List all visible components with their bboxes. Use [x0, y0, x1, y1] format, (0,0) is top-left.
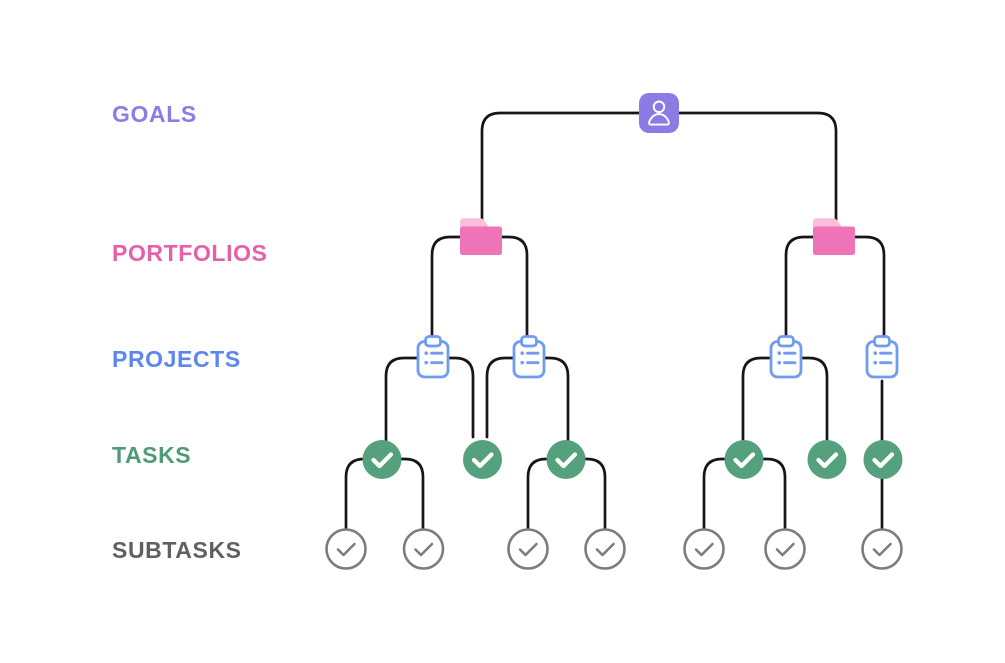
row-label-subtasks: SUBTASKS — [112, 537, 242, 563]
row-label-portfolios: PORTFOLIOS — [112, 240, 268, 266]
task-node-5 — [807, 440, 847, 479]
list-dot — [873, 351, 877, 355]
subtask-node-5 — [683, 528, 725, 570]
folder-icon — [813, 218, 842, 227]
check-circle-outline-icon — [584, 528, 626, 570]
folder-icon — [460, 218, 489, 227]
clipboard-clip — [777, 335, 795, 348]
subtask-node-1 — [325, 528, 367, 570]
check-mark — [816, 452, 839, 469]
check-mark — [518, 542, 538, 557]
connectors — [344, 111, 886, 532]
check-mark — [595, 542, 615, 557]
check-circle-icon — [362, 440, 402, 479]
check-mark — [872, 542, 892, 557]
check-mark — [471, 452, 494, 469]
check-circle-outline-icon — [402, 528, 445, 570]
check-circle-icon — [463, 440, 502, 479]
subtask-node-7 — [861, 528, 903, 570]
list-dot — [777, 361, 781, 365]
check-mark — [336, 542, 356, 557]
check-mark — [371, 452, 394, 469]
check-circle-icon — [546, 440, 586, 479]
portfolio-node-2 — [813, 218, 855, 255]
check-circle-outline-icon — [683, 528, 725, 570]
task-node-4 — [724, 440, 764, 479]
check-mark — [555, 452, 578, 469]
task-node-3 — [546, 440, 586, 479]
user-icon — [648, 100, 670, 126]
row-label-projects: PROJECTS — [112, 346, 241, 372]
list-dot — [424, 361, 428, 365]
list-dot — [424, 351, 428, 355]
task-node-2 — [463, 440, 502, 479]
folder-body — [460, 226, 502, 255]
project-node-1 — [416, 335, 450, 379]
subtask-node-2 — [402, 528, 445, 570]
list-dot — [520, 351, 524, 355]
task-node-6 — [863, 440, 903, 479]
check-circle-outline-icon — [861, 528, 903, 570]
clipboard-clip — [424, 335, 442, 348]
check-circle-outline-icon — [764, 528, 806, 570]
list-dot — [520, 361, 524, 365]
list-dot — [873, 361, 877, 365]
check-mark — [694, 542, 714, 557]
subtask-node-6 — [764, 528, 806, 570]
check-circle-icon — [807, 440, 847, 479]
clipboard-clip — [520, 335, 538, 348]
list-dot — [777, 351, 781, 355]
check-mark — [414, 542, 434, 557]
check-circle-outline-icon — [507, 528, 549, 570]
portfolio-node-1 — [460, 218, 502, 255]
check-circle-icon — [724, 440, 764, 479]
project-node-2 — [512, 335, 546, 379]
folder-body — [813, 226, 855, 255]
task-node-1 — [362, 440, 402, 479]
row-label-goals: GOALS — [112, 101, 197, 127]
goal-node — [639, 93, 679, 133]
check-mark — [872, 452, 895, 469]
check-circle-icon — [863, 440, 903, 479]
subtask-node-4 — [584, 528, 626, 570]
check-circle-outline-icon — [325, 528, 367, 570]
project-node-4 — [865, 335, 899, 379]
subtask-node-3 — [507, 528, 549, 570]
row-label-tasks: TASKS — [112, 442, 192, 468]
check-mark — [775, 542, 795, 557]
check-mark — [733, 452, 756, 469]
project-node-3 — [769, 335, 803, 379]
clipboard-clip — [873, 335, 891, 348]
